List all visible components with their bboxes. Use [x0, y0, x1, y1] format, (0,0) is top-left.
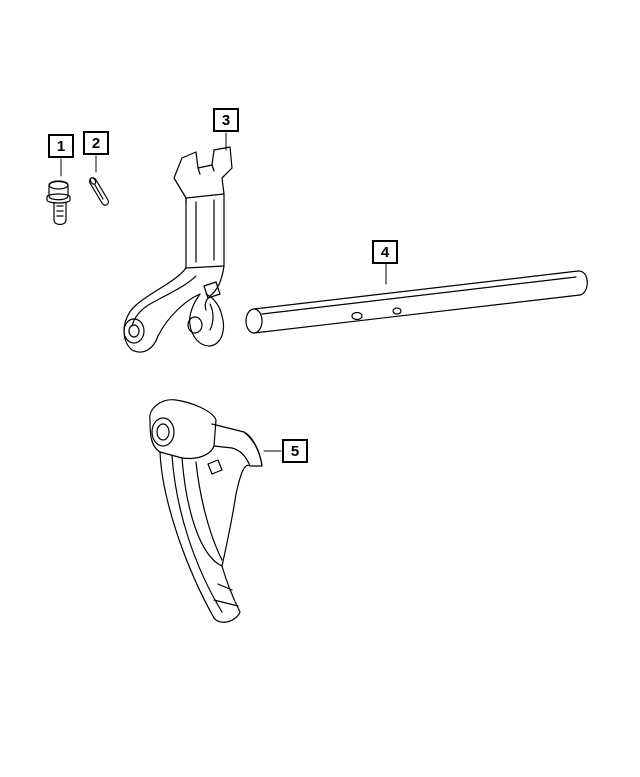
callout-1-label: 1 [56, 137, 66, 155]
leader-lines [60, 132, 387, 452]
callout-4-label: 4 [380, 243, 390, 261]
callout-4[interactable]: 4 [372, 240, 398, 264]
callout-2-label: 2 [91, 134, 101, 152]
callout-3[interactable]: 3 [213, 108, 239, 132]
callout-5[interactable]: 5 [282, 439, 308, 463]
callout-5-label: 5 [290, 442, 300, 460]
roll-pin-part-2 [89, 177, 108, 205]
shift-rail-part-4 [246, 271, 587, 333]
callout-1[interactable]: 1 [48, 134, 74, 158]
callout-3-label: 3 [221, 111, 231, 129]
bolt-part-1 [47, 181, 70, 225]
shift-lever-part-3 [124, 147, 232, 352]
shift-fork-part-5 [150, 400, 262, 623]
callout-2[interactable]: 2 [83, 131, 109, 155]
